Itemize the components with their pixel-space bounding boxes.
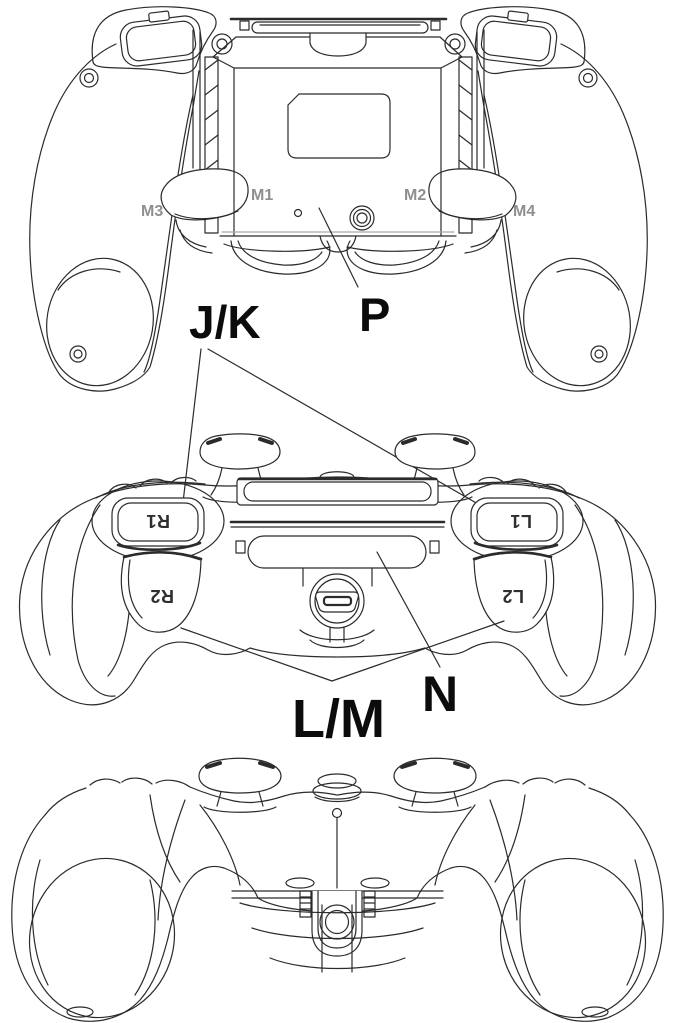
label-m1: M1 xyxy=(251,187,273,204)
rear-body-outline xyxy=(18,476,338,706)
led-hole xyxy=(331,807,343,819)
bottom-view-left-half xyxy=(11,757,338,1022)
center-screw xyxy=(349,205,375,231)
trigger-button xyxy=(120,551,203,633)
trigger-back-left xyxy=(91,6,217,75)
light-bar xyxy=(247,535,427,569)
bottom-notch xyxy=(319,235,357,253)
jack-side-notch xyxy=(285,877,315,918)
callout-line-lm-r2 xyxy=(180,627,333,682)
screw-shoulder xyxy=(79,68,99,88)
label-m4: M4 xyxy=(513,203,535,220)
callout-label-jk: J/K xyxy=(189,296,261,348)
usb-port xyxy=(302,567,373,629)
callout-line-p xyxy=(318,207,359,288)
touchpad-edge xyxy=(251,21,429,34)
label-l2: L2 xyxy=(502,586,524,606)
rear-view-left-half xyxy=(18,433,338,706)
callout-line-jk-l1 xyxy=(207,348,493,513)
bottom-bumper xyxy=(223,240,331,275)
label-l1: L1 xyxy=(510,511,532,531)
bottom-grip xyxy=(11,799,259,1022)
headset-jack xyxy=(311,890,363,957)
paddle-rail xyxy=(192,29,219,234)
back-view-center xyxy=(212,17,463,253)
rear-view-illustration: R1 L1 R2 L2 xyxy=(18,431,658,707)
callout-label-lm: L/M xyxy=(292,689,385,749)
shoulder-button xyxy=(91,480,225,562)
label-m3: M3 xyxy=(141,203,163,220)
back-paddle xyxy=(160,168,249,254)
rear-view-center xyxy=(229,471,446,649)
callout-label-n: N xyxy=(422,666,458,722)
screw-top xyxy=(211,33,233,55)
grip-back xyxy=(29,43,200,392)
callout-line-n xyxy=(376,551,441,668)
sticker-area xyxy=(287,93,391,159)
back-panel xyxy=(219,67,457,237)
back-view-left-half xyxy=(29,6,331,392)
callouts: P J/K xyxy=(181,207,493,513)
back-view-illustration: M3 M1 M2 M4 xyxy=(29,6,648,395)
label-r1: R1 xyxy=(146,511,170,531)
thumbstick-bottom xyxy=(198,757,282,813)
reset-hole xyxy=(293,208,303,218)
callout-line-lm-l2 xyxy=(331,620,505,682)
label-r2: R2 xyxy=(150,586,174,606)
callout-label-p: P xyxy=(359,288,390,341)
bottom-view-illustration xyxy=(11,756,666,1023)
label-m2: M2 xyxy=(404,187,426,204)
callouts-lower: L/M N xyxy=(180,551,505,749)
bottom-view-center xyxy=(231,773,444,973)
